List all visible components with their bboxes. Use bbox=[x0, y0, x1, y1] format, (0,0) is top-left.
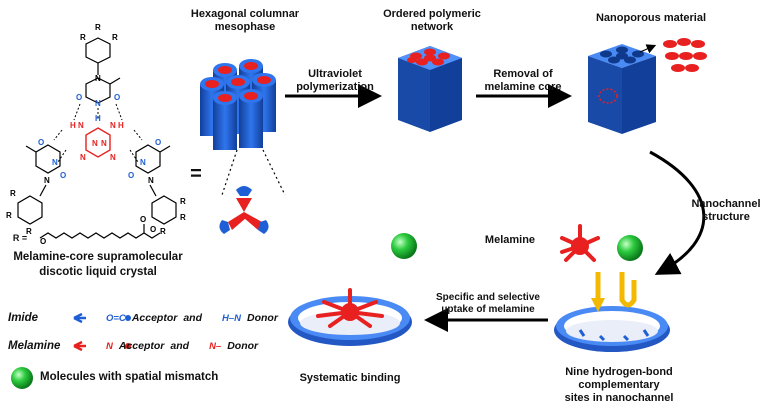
label-systematic-binding: Systematic binding bbox=[299, 372, 401, 384]
zoom-dotted-lines bbox=[221, 149, 286, 196]
svg-text:N: N bbox=[52, 158, 58, 167]
svg-text:O: O bbox=[60, 171, 66, 180]
process-arrows bbox=[285, 84, 706, 332]
svg-text:O: O bbox=[40, 237, 46, 246]
svg-text:H: H bbox=[70, 121, 76, 130]
discotic-molecule-structure: R R R N O O N H N N H H N N N N bbox=[6, 23, 186, 236]
nanochannel-ring bbox=[554, 272, 670, 352]
label-removal-line2: melamine core bbox=[484, 81, 562, 93]
label-nanochannel-line2: structure bbox=[702, 211, 750, 223]
legend-mismatch-row: Molecules with spatial mismatch bbox=[40, 371, 218, 383]
legend-melamine-acceptor-symbol: N bbox=[106, 340, 113, 352]
svg-text:N: N bbox=[110, 153, 116, 162]
svg-text:N: N bbox=[148, 176, 154, 185]
ordered-network-prism bbox=[398, 46, 462, 132]
svg-text:R: R bbox=[180, 213, 186, 222]
label-uptake: Specific and selective uptake of melamin… bbox=[424, 292, 552, 316]
systematic-binding-ring bbox=[288, 288, 412, 346]
svg-text:R: R bbox=[6, 211, 12, 220]
svg-text:R: R bbox=[80, 33, 86, 42]
label-ordered-line2: network bbox=[410, 21, 454, 33]
label-uv-line1: Ultraviolet bbox=[308, 68, 362, 80]
svg-text:N: N bbox=[101, 139, 107, 148]
label-crystal-line1: Melamine-core supramolecular bbox=[13, 251, 183, 263]
legend-imide-donor: Donor bbox=[247, 312, 278, 324]
label-nanoporous: Nanoporous material bbox=[595, 12, 707, 24]
legend-imide-acceptor-symbol: O=C bbox=[106, 312, 126, 324]
label-melamine: Melamine bbox=[484, 234, 536, 246]
label-crystal-line2: discotic liquid crystal bbox=[39, 266, 157, 278]
svg-text:N: N bbox=[78, 121, 84, 130]
legend-melamine-acceptor: Acceptor bbox=[118, 340, 165, 352]
svg-text:O: O bbox=[150, 225, 156, 234]
label-removal-line1: Removal of bbox=[493, 68, 553, 80]
svg-text:R: R bbox=[112, 33, 118, 42]
mismatch-molecule-ball-left bbox=[391, 233, 417, 259]
svg-text:O: O bbox=[128, 171, 134, 180]
legend-melamine-donor: Donor bbox=[227, 340, 259, 352]
svg-text:N: N bbox=[92, 139, 98, 148]
svg-text:N: N bbox=[95, 74, 101, 83]
svg-text:R: R bbox=[95, 23, 101, 32]
label-nine-line1: Nine hydrogen-bond complementary bbox=[565, 366, 673, 391]
label-ordered-line1: Ordered polymeric bbox=[383, 8, 481, 20]
legend-imide-donor-symbol: H–N bbox=[222, 312, 242, 324]
label-equals: = bbox=[190, 163, 202, 185]
svg-text:O: O bbox=[38, 138, 44, 147]
svg-text:N: N bbox=[110, 121, 116, 130]
label-hexagonal-columnar: Hexagonal columnar mesophase bbox=[190, 8, 300, 34]
label-hexagonal-line2: mesophase bbox=[214, 21, 276, 33]
svg-text:O: O bbox=[76, 93, 82, 102]
label-discotic-crystal: Melamine-core supramolecular discotic li… bbox=[2, 250, 194, 280]
legend-mismatch-text: Molecules with spatial mismatch bbox=[40, 371, 219, 383]
legend-green-ball bbox=[11, 367, 33, 389]
label-uptake-line2: uptake of melamine bbox=[441, 304, 535, 315]
legend-melamine-term: Melamine bbox=[8, 340, 61, 352]
mini-molecule-icon bbox=[219, 186, 269, 234]
svg-text:H: H bbox=[95, 114, 101, 123]
label-uptake-line1: Specific and selective bbox=[436, 292, 540, 303]
mismatch-molecule-ball-right bbox=[617, 235, 643, 261]
legend-imide-row: Imide O=C Acceptor and H–N Donor bbox=[8, 312, 278, 324]
legend-melamine-donor-symbol: N– bbox=[209, 340, 222, 352]
r-chain-structure: O O O bbox=[39, 215, 161, 246]
svg-text:R: R bbox=[160, 227, 166, 236]
svg-text:N: N bbox=[140, 158, 146, 167]
svg-text:N: N bbox=[44, 176, 50, 185]
label-nanochannel-structure: Nanochannel structure bbox=[676, 198, 776, 224]
label-removal: Removal of melamine core bbox=[478, 68, 568, 94]
label-nine-sites: Nine hydrogen-bond complementary sites i… bbox=[534, 366, 704, 405]
label-hexagonal-line1: Hexagonal columnar bbox=[190, 8, 300, 20]
svg-text:R: R bbox=[10, 189, 16, 198]
svg-text:O: O bbox=[114, 93, 120, 102]
removed-core-discs bbox=[639, 38, 707, 72]
label-nanochannel-line1: Nanochannel bbox=[691, 198, 761, 210]
svg-text:O: O bbox=[140, 215, 146, 224]
svg-text:N: N bbox=[95, 99, 101, 108]
legend-icons bbox=[73, 312, 131, 352]
melamine-molecule-icon bbox=[560, 224, 600, 262]
legend-melamine-and: and bbox=[170, 340, 190, 352]
label-uv-polymerization: Ultraviolet polymerization bbox=[290, 68, 380, 94]
label-ordered-network: Ordered polymeric network bbox=[372, 8, 492, 34]
svg-text:N: N bbox=[80, 153, 86, 162]
svg-text:H: H bbox=[118, 121, 124, 130]
legend-imide-term: Imide bbox=[8, 312, 39, 324]
legend-imide-acceptor: Acceptor bbox=[131, 312, 178, 324]
svg-text:R: R bbox=[180, 197, 186, 206]
column-cylinders bbox=[200, 59, 276, 150]
nanoporous-prism bbox=[588, 44, 656, 134]
label-r-equals: R = bbox=[12, 233, 28, 243]
legend-melamine-row: Melamine N Acceptor and N– Donor bbox=[8, 340, 258, 352]
svg-text:R: R bbox=[26, 227, 32, 236]
svg-text:O: O bbox=[155, 138, 161, 147]
label-nine-line2: sites in nanochannel bbox=[564, 392, 674, 404]
label-uv-line2: polymerization bbox=[296, 81, 374, 93]
legend-imide-and: and bbox=[183, 312, 202, 324]
